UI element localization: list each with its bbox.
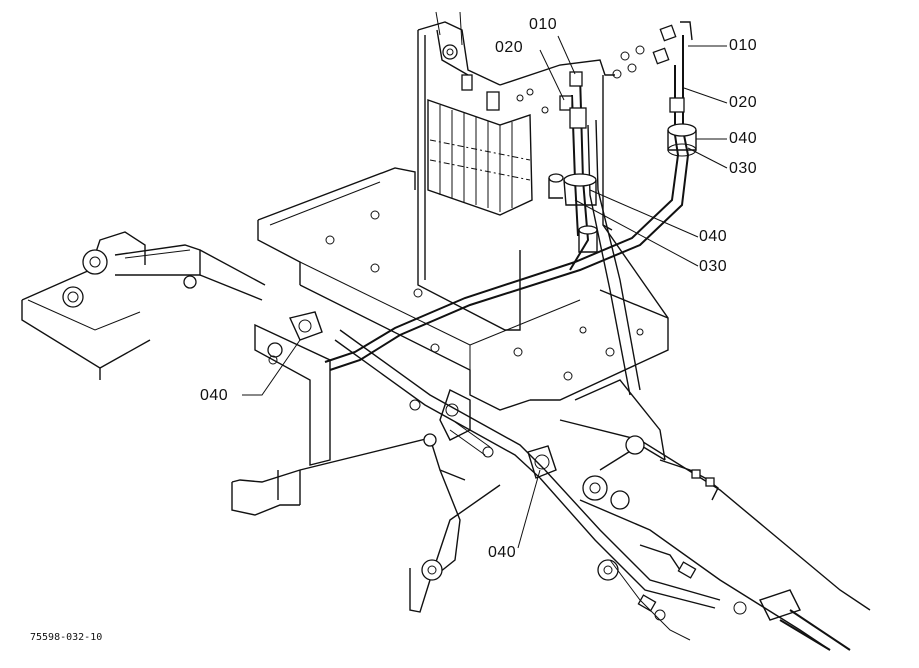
label-040-bottom: 040 [488, 544, 517, 561]
base-platform [257, 167, 669, 411]
hose-clamps [289, 123, 697, 479]
boom-assembly [559, 379, 871, 651]
swing-bracket [21, 231, 266, 380]
label-040-right: 040 [729, 130, 758, 147]
hydraulic-hoses [324, 21, 721, 609]
drawing-code: 75598-032-10 [30, 632, 103, 643]
leader-lines [242, 35, 728, 549]
control-valve-tower [417, 11, 615, 331]
label-030-middle: 030 [699, 258, 728, 275]
label-010-upper-left: 010 [529, 16, 558, 33]
hose-fittings [559, 24, 685, 129]
label-010-upper-right: 010 [729, 37, 758, 54]
label-020-upper-left: 020 [495, 39, 524, 56]
label-040-middle: 040 [699, 228, 728, 245]
label-020-right: 020 [729, 94, 758, 111]
swing-frame [231, 323, 501, 613]
label-040-left: 040 [200, 387, 229, 404]
label-030-right: 030 [729, 160, 758, 177]
